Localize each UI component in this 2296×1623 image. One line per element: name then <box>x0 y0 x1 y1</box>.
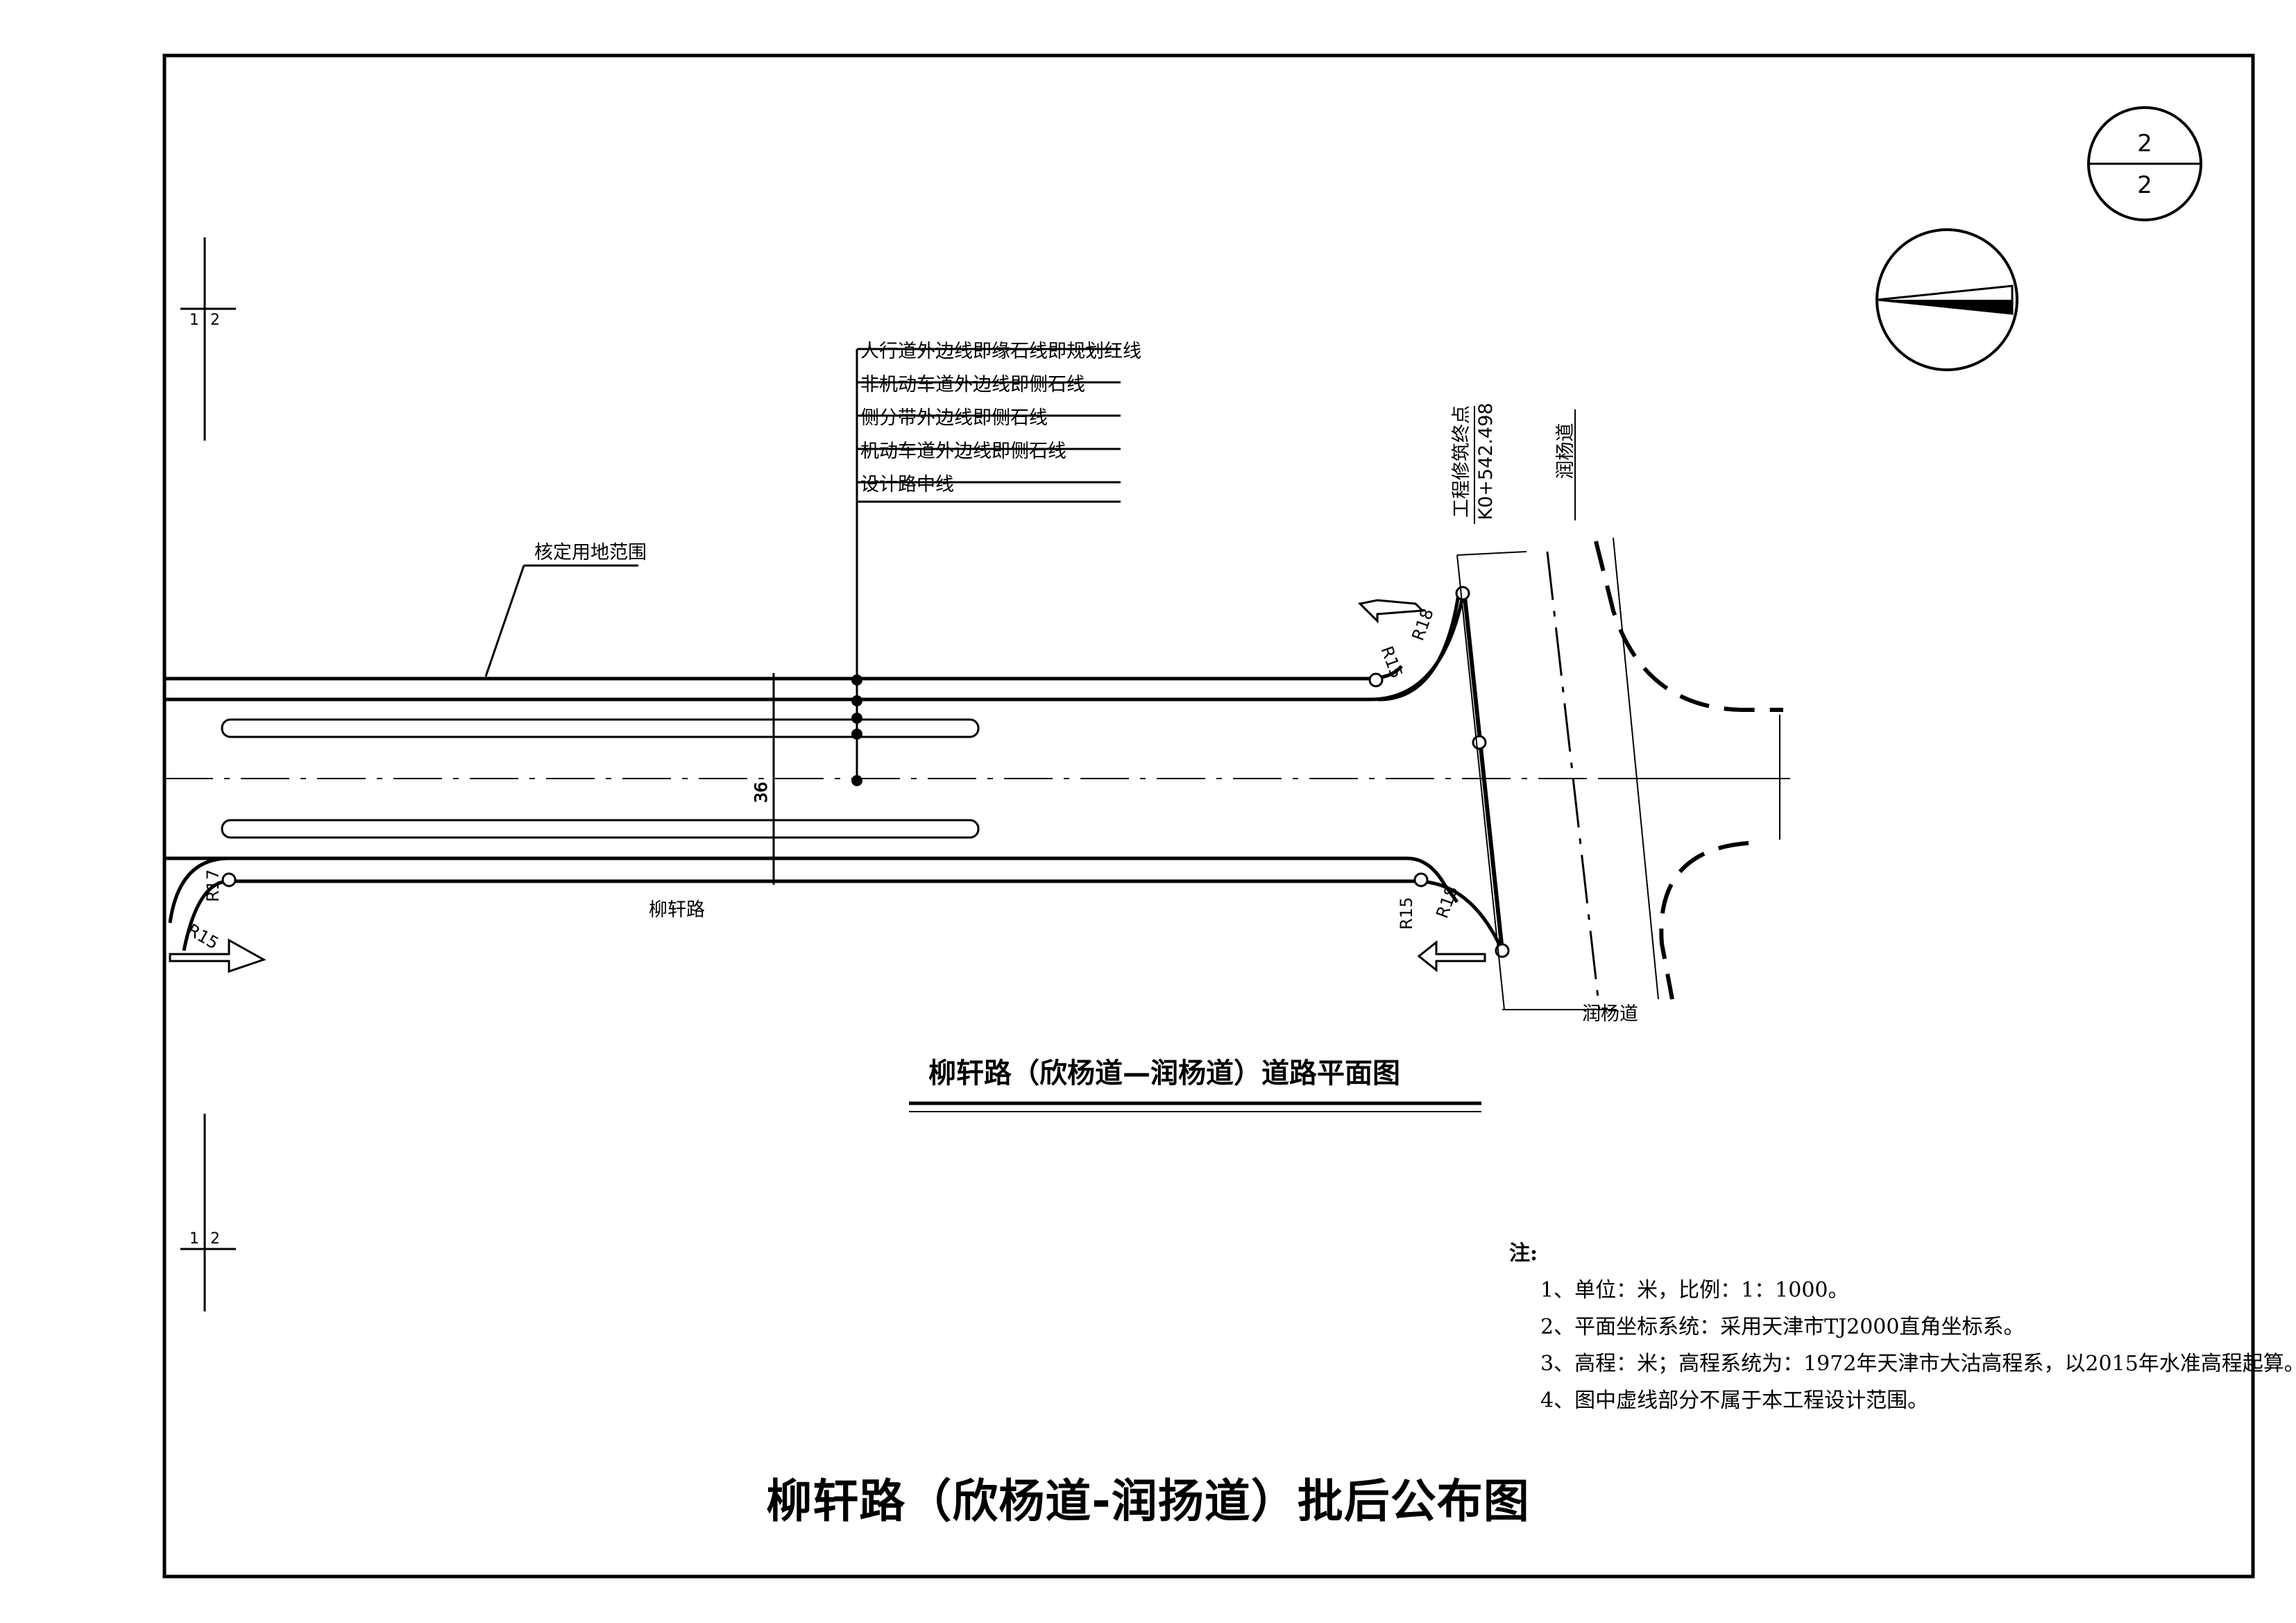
road-name-label: 柳轩路 <box>649 899 705 921</box>
arrow-icon-right <box>1417 940 1486 973</box>
legend-line-3: 机动车道外边线即侧石线 <box>860 441 1066 462</box>
north-arrow-icon <box>1876 228 2018 371</box>
project-end-label: 工程修筑终点 <box>1451 405 1472 518</box>
land-range-label: 核定用地范围 <box>534 542 647 563</box>
land-range-annotation: 核定用地范围 <box>484 542 647 677</box>
main-title: 柳轩路（欣杨道-润扬道）批后公布图 <box>766 1475 1530 1528</box>
sheet-number-top: 2 <box>2137 130 2152 158</box>
grid-mark-top-right: 2 <box>210 312 220 329</box>
note-item-2: 2、平面坐标系统：采用天津市TJ2000直角坐标系。 <box>1540 1315 2025 1339</box>
legend-line-2: 侧分带外边线即侧石线 <box>860 407 1048 429</box>
sheet-number: 2 2 <box>2087 106 2202 221</box>
note-item-4: 4、图中虚线部分不属于本工程设计范围。 <box>1540 1388 1929 1413</box>
road-width-label: 36 <box>751 782 771 804</box>
cross-road-label-top: 润杨道 <box>1555 423 1576 479</box>
sheet-number-bottom: 2 <box>2137 171 2152 199</box>
line-legend: 人行道外边线即缘石线即规划红线 非机动车道外边线即侧石线 侧分带外边线即侧石线 … <box>851 341 1141 786</box>
grid-mark-bottom: 1 2 <box>180 1114 236 1311</box>
arrow-icon-top <box>1357 599 1425 624</box>
legend-line-4: 设计路中线 <box>860 474 954 495</box>
cross-road-label-bottom: 润杨道 <box>1582 1003 1638 1025</box>
note-item-3: 3、高程：米；高程系统为：1972年天津市大沽高程系，以2015年水准高程起算。 <box>1540 1352 2296 1376</box>
grid-mark-bottom-right: 2 <box>210 1230 220 1248</box>
radius-r18-bottom: R18 <box>1432 883 1461 921</box>
radius-r15-right: R15 <box>1397 897 1416 930</box>
grid-mark-bottom-left: 1 <box>189 1230 199 1248</box>
road-runyang <box>1456 537 1783 1010</box>
legend-line-1: 非机动车道外边线即侧石线 <box>860 374 1085 396</box>
end-station-label: K0+542.498 <box>1475 402 1497 520</box>
road-liuxuan: 36 <box>164 586 1790 958</box>
grid-mark-top-left: 1 <box>189 312 199 329</box>
arrow-icon-left <box>169 938 266 974</box>
notes-heading: 注: <box>1509 1241 1538 1266</box>
drawing-frame <box>162 53 2255 1579</box>
radius-r17: R17 <box>203 869 223 902</box>
note-item-1: 1、单位：米，比例：1：1000。 <box>1540 1278 1849 1302</box>
grid-mark-top: 1 2 <box>180 237 236 441</box>
notes: 注: 1、单位：米，比例：1：1000。 2、平面坐标系统：采用天津市TJ200… <box>1509 1235 2296 1419</box>
legend-line-0: 人行道外边线即缘石线即规划红线 <box>860 341 1141 362</box>
plan-title: 柳轩路（欣杨道—润杨道）道路平面图 <box>928 1057 1400 1089</box>
